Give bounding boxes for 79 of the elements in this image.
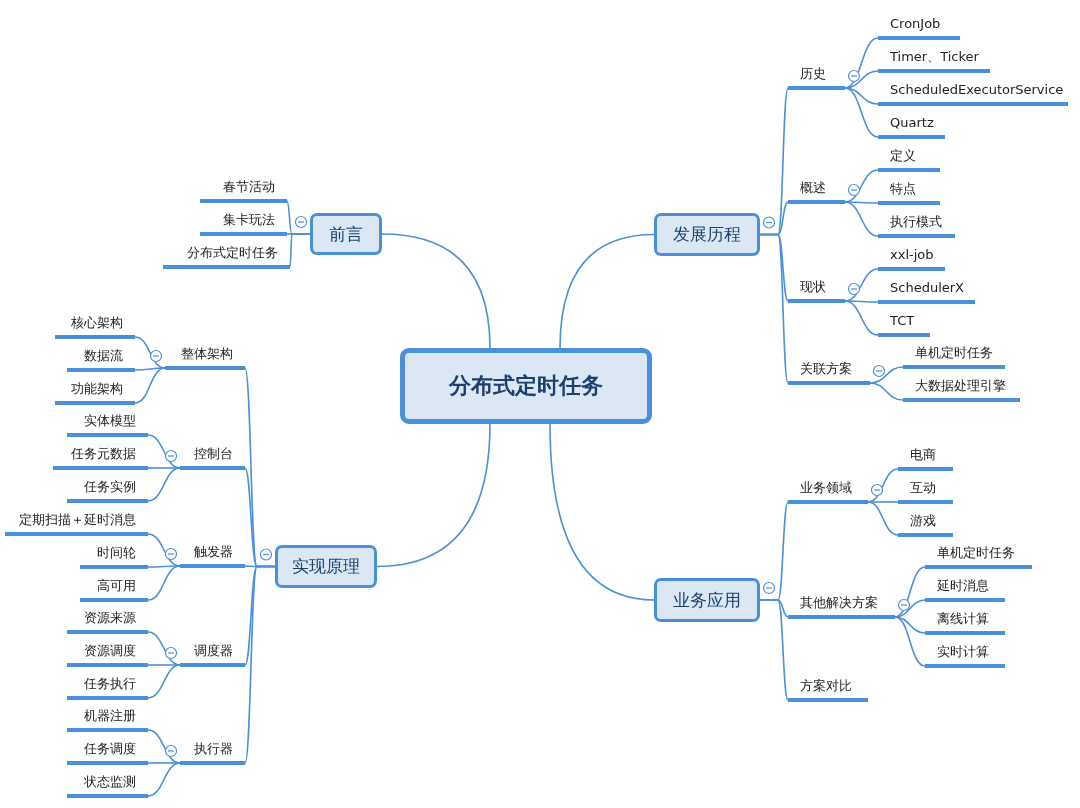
- underlined-topic: 分布式定时任务: [163, 243, 290, 269]
- topic-box: 实现原理: [275, 545, 377, 588]
- underlined-topic: 时间轮: [80, 543, 148, 569]
- connector-line: [894, 616, 926, 667]
- connector-line: [134, 367, 166, 404]
- underlined-topic: 任务实例: [67, 477, 148, 503]
- connector-line: [147, 565, 181, 601]
- underlined-topic: 其他解决方案: [788, 593, 895, 619]
- underlined-topic: 单机定时任务: [925, 543, 1032, 569]
- connector-line: [844, 300, 879, 336]
- underlined-topic: 集卡玩法: [200, 210, 287, 236]
- underlined-topic: CronJob: [878, 14, 960, 40]
- underlined-topic: 执行模式: [878, 212, 955, 238]
- connector-line: [147, 762, 181, 797]
- connector-line: [376, 423, 491, 568]
- underlined-topic: 特点: [878, 179, 940, 205]
- underlined-topic: 数据流: [67, 346, 135, 372]
- underlined-topic: 功能架构: [55, 379, 135, 405]
- underlined-topic: 任务调度: [67, 739, 148, 765]
- underlined-topic: 延时消息: [925, 576, 1005, 602]
- connector-line: [844, 87, 879, 138]
- underlined-topic: 定义: [878, 146, 940, 172]
- underlined-topic: TCT: [878, 311, 930, 337]
- connector-line: [147, 467, 181, 502]
- connector-line: [869, 366, 904, 384]
- underlined-topic: 机器注册: [67, 706, 148, 732]
- connector-line: [844, 87, 879, 105]
- underlined-topic: 任务元数据: [53, 444, 148, 470]
- connector-line: [844, 201, 879, 237]
- central-topic-box: 分布式定时任务: [400, 348, 652, 424]
- underlined-topic: 关联方案: [788, 359, 870, 385]
- underlined-topic: 电商: [898, 445, 953, 471]
- connector-line: [147, 762, 181, 764]
- underlined-topic: 实体模型: [67, 411, 148, 437]
- underlined-topic: 方案对比: [788, 676, 868, 702]
- connector-line: [894, 599, 926, 618]
- underlined-topic: 执行器: [180, 739, 245, 765]
- connector-line: [147, 664, 181, 699]
- underlined-topic: 业务领域: [788, 478, 868, 504]
- connector-line: [559, 233, 655, 349]
- underlined-topic: 核心架构: [55, 313, 135, 339]
- underlined-topic: xxl-job: [878, 245, 945, 271]
- connector-line: [759, 233, 789, 384]
- underlined-topic: 资源调度: [67, 641, 148, 667]
- underlined-topic: Timer、Ticker: [878, 47, 990, 73]
- underlined-topic: 互动: [898, 478, 953, 504]
- underlined-topic: 游戏: [898, 511, 953, 537]
- underlined-topic: 整体架构: [165, 344, 245, 370]
- underlined-topic: 控制台: [180, 444, 245, 470]
- underlined-topic: 定期扫描＋延时消息: [5, 510, 148, 536]
- underlined-topic: 单机定时任务: [903, 343, 1005, 369]
- connector-line: [134, 367, 166, 371]
- underlined-topic: 高可用: [80, 576, 148, 602]
- connector-line: [869, 382, 904, 401]
- underlined-topic: 概述: [788, 178, 845, 204]
- underlined-topic: 任务执行: [67, 674, 148, 700]
- topic-box: 业务应用: [654, 578, 760, 622]
- connector-line: [549, 423, 655, 601]
- connector-line: [381, 233, 491, 349]
- connector-line: [289, 233, 311, 268]
- underlined-topic: 触发器: [180, 542, 245, 568]
- topic-box: 发展历程: [654, 213, 760, 256]
- connector-line: [244, 565, 276, 764]
- underlined-topic: 现状: [788, 277, 845, 303]
- underlined-topic: 状态监测: [67, 772, 148, 798]
- underlined-topic: Quartz: [878, 113, 945, 139]
- connector-line: [867, 501, 899, 536]
- underlined-topic: 春节活动: [200, 177, 287, 203]
- underlined-topic: 资源来源: [67, 608, 148, 634]
- underlined-topic: 离线计算: [925, 609, 1005, 635]
- underlined-topic: SchedulerX: [878, 278, 975, 304]
- connector-line: [759, 599, 789, 701]
- underlined-topic: ScheduledExecutorService: [878, 80, 1068, 106]
- connector-line: [867, 501, 899, 503]
- underlined-topic: 历史: [788, 64, 845, 90]
- topic-box: 前言: [310, 213, 382, 255]
- underlined-topic: 调度器: [180, 641, 245, 667]
- underlined-topic: 大数据处理引擎: [903, 376, 1020, 402]
- underlined-topic: 实时计算: [925, 642, 1005, 668]
